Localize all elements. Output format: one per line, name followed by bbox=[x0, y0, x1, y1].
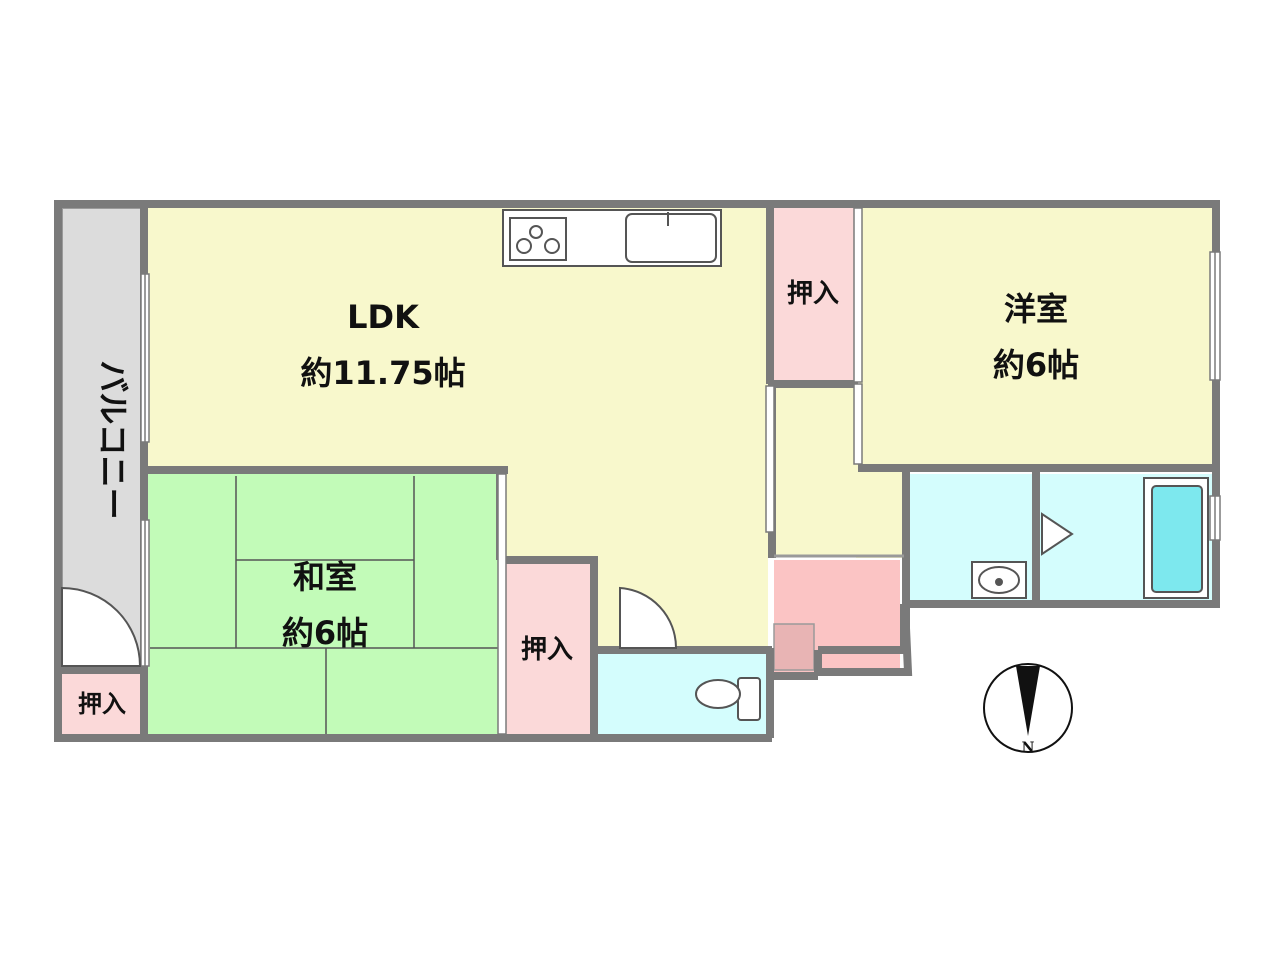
youshitsu-name: 洋室 bbox=[1004, 290, 1068, 328]
windows bbox=[140, 207, 1221, 735]
washitsu-size: 約6帖 bbox=[282, 614, 368, 652]
youshitsu-size: 約6帖 bbox=[993, 346, 1079, 384]
washitsu-name: 和室 bbox=[293, 558, 357, 596]
youshitsu-room bbox=[860, 208, 1212, 466]
compass-north-label: N bbox=[1022, 740, 1035, 756]
bathtub-icon bbox=[1143, 477, 1209, 599]
entrance-step bbox=[773, 623, 815, 671]
tatami-lines bbox=[150, 476, 498, 734]
washitsu-room bbox=[148, 474, 500, 736]
washbasin-icon bbox=[971, 561, 1027, 599]
doors bbox=[61, 512, 1074, 667]
washitsu-closet-label: 押入 bbox=[521, 635, 573, 665]
kitchen-counter bbox=[502, 209, 722, 267]
stove-icon bbox=[509, 217, 567, 261]
compass-icon: N bbox=[983, 663, 1073, 756]
ldk-name: LDK bbox=[347, 298, 420, 336]
sink-icon bbox=[625, 212, 717, 263]
balcony-label: バルコニー bbox=[94, 360, 132, 519]
balcony-closet bbox=[58, 672, 144, 734]
youshitsu-closet bbox=[772, 208, 856, 382]
washitsu-closet bbox=[503, 560, 591, 734]
hallway-north bbox=[856, 464, 906, 558]
balcony-closet-label: 押入 bbox=[78, 690, 126, 718]
youshitsu-closet-label: 押入 bbox=[787, 279, 839, 309]
ldk-size: 約11.75帖 bbox=[300, 354, 465, 392]
ldk-room bbox=[148, 208, 768, 646]
toilet-icon bbox=[695, 677, 761, 721]
